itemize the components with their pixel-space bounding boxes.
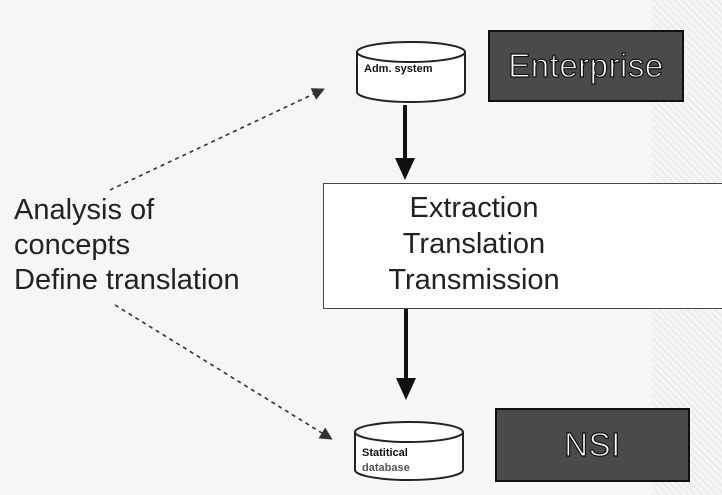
- enterprise-badge: Enterprise: [488, 30, 684, 102]
- process-box: Extraction Translation Transmission: [323, 183, 722, 309]
- process-step-translation: Translation: [402, 228, 546, 260]
- analysis-label-line1: Analysis of: [14, 194, 155, 226]
- arrowhead-process-to-stat: [396, 378, 416, 400]
- process-step-extraction: Extraction: [409, 192, 539, 224]
- analysis-label: Analysis of concepts Define translation: [14, 193, 240, 298]
- admin-db-label: Adm. system: [364, 63, 433, 75]
- stat-db-label-line2: database: [362, 462, 410, 474]
- process-step-transmission: Transmission: [388, 264, 560, 296]
- arrowhead-admin-to-process: [395, 158, 415, 180]
- admin-db-cylinder: [356, 41, 466, 103]
- analysis-label-line3: Define translation: [14, 264, 240, 296]
- dashed-arrow-to-admin: [109, 88, 325, 191]
- analysis-label-line2: concepts: [14, 229, 131, 261]
- nsi-badge-label: NSI: [564, 425, 621, 463]
- stat-db-cylinder: [354, 421, 464, 481]
- nsi-badge: NSI: [495, 408, 690, 482]
- enterprise-badge-label: Enterprise: [508, 46, 664, 84]
- dashed-arrow-to-stat: [114, 304, 333, 440]
- stat-db-label-line1: Statitical: [362, 447, 408, 459]
